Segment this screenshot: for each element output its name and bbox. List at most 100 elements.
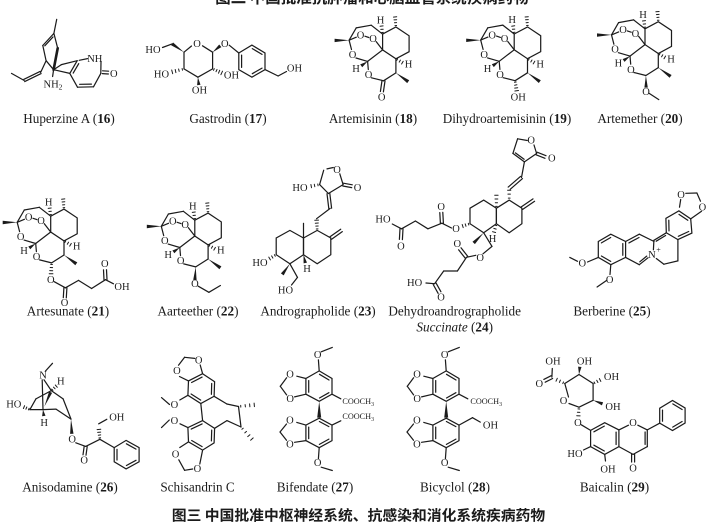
svg-text:O: O <box>195 355 203 366</box>
svg-text:Dihydroartemisinin (19): Dihydroartemisinin (19) <box>443 111 572 126</box>
svg-text:H: H <box>352 64 360 75</box>
svg-text:O: O <box>314 458 322 469</box>
svg-text:O: O <box>437 293 445 304</box>
svg-text:O: O <box>452 224 460 235</box>
svg-text:H: H <box>639 10 647 21</box>
svg-text:O: O <box>397 241 405 252</box>
svg-text:O: O <box>33 252 41 263</box>
svg-text:H: H <box>377 15 385 26</box>
svg-text:H: H <box>20 246 28 257</box>
svg-text:O: O <box>193 39 201 50</box>
svg-text:Anisodamine (26): Anisodamine (26) <box>22 479 118 494</box>
svg-text:COOCH3: COOCH3 <box>470 397 502 408</box>
svg-text:OH: OH <box>600 465 616 476</box>
svg-text:O: O <box>480 50 488 61</box>
svg-text:OH: OH <box>545 357 561 368</box>
svg-text:O: O <box>221 39 229 50</box>
svg-text:Succinate (24): Succinate (24) <box>416 320 493 335</box>
svg-text:HO: HO <box>278 286 294 297</box>
svg-text:Schisandrin C: Schisandrin C <box>160 479 235 494</box>
svg-text:Andrographolide (23): Andrographolide (23) <box>260 304 375 319</box>
svg-text:O: O <box>80 456 88 467</box>
svg-text:O: O <box>354 183 362 194</box>
svg-text:O: O <box>369 34 377 45</box>
svg-text:O: O <box>286 440 294 451</box>
svg-text:O: O <box>286 394 294 405</box>
svg-text:H: H <box>57 377 65 388</box>
svg-text:Bicyclol (28): Bicyclol (28) <box>420 479 490 494</box>
svg-text:H: H <box>217 246 225 257</box>
svg-text:O: O <box>611 45 619 56</box>
svg-text:H: H <box>489 234 497 245</box>
svg-text:H: H <box>536 60 544 71</box>
svg-text:HO: HO <box>292 183 308 194</box>
svg-text:O: O <box>110 69 118 80</box>
svg-text:O: O <box>171 416 179 427</box>
svg-text:O: O <box>68 435 76 446</box>
svg-text:O: O <box>286 416 294 427</box>
svg-text:OH: OH <box>511 93 527 104</box>
svg-text:OH: OH <box>577 356 593 367</box>
svg-text:HO: HO <box>407 278 423 289</box>
svg-text:COOCH3: COOCH3 <box>342 412 374 423</box>
svg-text:HO: HO <box>6 400 22 411</box>
svg-text:Artesunate (21): Artesunate (21) <box>27 304 109 319</box>
svg-text:H: H <box>484 64 492 75</box>
svg-text:O: O <box>286 369 294 380</box>
svg-text:Gastrodin (17): Gastrodin (17) <box>189 111 266 126</box>
svg-text:O: O <box>632 29 640 40</box>
svg-text:O: O <box>61 298 69 309</box>
svg-text:O: O <box>699 202 707 213</box>
svg-text:OH: OH <box>114 282 130 293</box>
svg-text:O: O <box>191 279 199 290</box>
svg-text:N: N <box>648 250 656 261</box>
svg-text:O: O <box>536 379 544 390</box>
svg-text:O: O <box>173 366 181 377</box>
svg-text:H: H <box>667 54 675 65</box>
svg-text:HO: HO <box>375 214 391 225</box>
svg-text:O: O <box>642 87 650 98</box>
svg-text:OH: OH <box>224 70 240 81</box>
svg-text:O: O <box>454 239 462 250</box>
svg-text:NH: NH <box>87 54 103 65</box>
svg-text:O: O <box>629 464 637 475</box>
svg-text:OH: OH <box>483 421 499 432</box>
svg-text:O: O <box>413 416 421 427</box>
svg-text:O: O <box>333 165 341 176</box>
svg-text:O: O <box>161 236 169 247</box>
svg-text:O: O <box>560 396 568 407</box>
svg-text:OH: OH <box>605 402 621 413</box>
svg-text:O: O <box>501 34 509 45</box>
svg-text:Artemisinin (18): Artemisinin (18) <box>329 111 417 126</box>
svg-text:Huperzine A (16): Huperzine A (16) <box>23 111 115 126</box>
svg-text:H: H <box>189 201 197 212</box>
svg-text:O: O <box>579 259 587 270</box>
svg-text:COOCH3: COOCH3 <box>342 397 374 408</box>
svg-text:O: O <box>171 400 179 411</box>
svg-text:O: O <box>357 30 365 41</box>
svg-text:N: N <box>39 371 47 382</box>
svg-text:O: O <box>441 458 449 469</box>
svg-text:O: O <box>37 216 45 227</box>
svg-text:O: O <box>629 418 637 429</box>
svg-text:Aarteether (22): Aarteether (22) <box>158 304 239 319</box>
svg-text:H: H <box>615 59 623 70</box>
svg-text:Dehydroandrographolide: Dehydroandrographolide <box>388 304 521 319</box>
svg-text:O: O <box>627 65 635 76</box>
svg-text:OH: OH <box>287 64 303 75</box>
svg-text:HO: HO <box>252 258 268 269</box>
svg-text:NH2: NH2 <box>44 80 63 92</box>
svg-text:H: H <box>508 15 516 26</box>
svg-text:H: H <box>45 197 53 208</box>
svg-text:Bifendate (27): Bifendate (27) <box>277 479 354 494</box>
svg-text:O: O <box>677 190 685 201</box>
svg-text:HO: HO <box>154 70 170 81</box>
svg-text:O: O <box>378 92 386 103</box>
svg-text:H: H <box>405 60 413 71</box>
svg-text:Berberine (25): Berberine (25) <box>573 304 650 319</box>
svg-text:O: O <box>17 232 25 243</box>
svg-text:O: O <box>314 350 322 361</box>
svg-text:H: H <box>164 250 172 261</box>
svg-text:Baicalin (29): Baicalin (29) <box>580 479 649 494</box>
svg-text:OH: OH <box>109 413 125 424</box>
